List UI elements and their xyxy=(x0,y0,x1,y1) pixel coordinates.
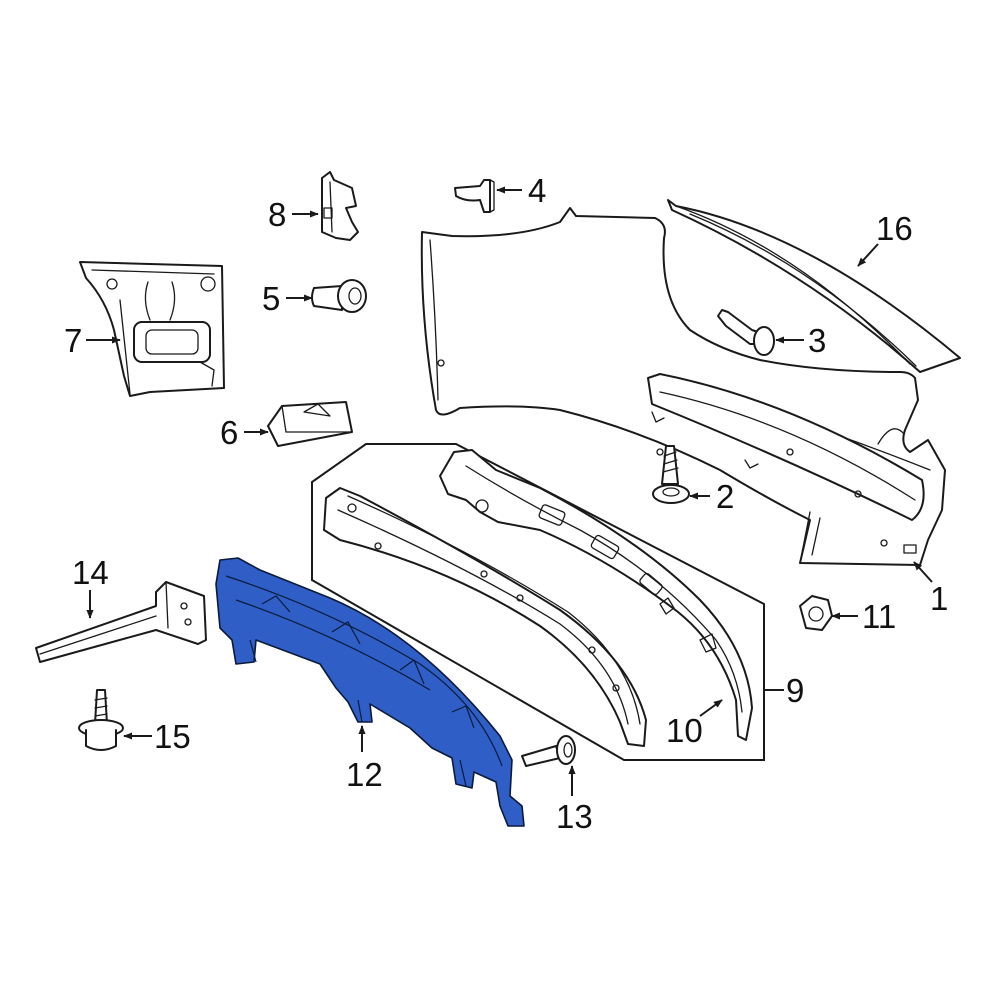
callout-7: 7 xyxy=(64,322,82,359)
callout-9: 9 xyxy=(786,672,804,709)
part-11-flange-nut[interactable] xyxy=(799,595,833,631)
part-12-body[interactable] xyxy=(215,557,525,827)
callout-2: 2 xyxy=(716,478,734,515)
callout-5: 5 xyxy=(262,280,280,317)
group-9-outline xyxy=(311,443,765,761)
part-12-lower-deflector[interactable] xyxy=(215,557,525,827)
leader-lines xyxy=(86,186,933,796)
callout-8: 8 xyxy=(268,196,286,233)
callout-3: 3 xyxy=(808,322,826,359)
callout-1: 1 xyxy=(930,580,948,617)
callout-11: 11 xyxy=(862,598,896,635)
callout-15: 15 xyxy=(154,718,191,755)
callout-10: 10 xyxy=(666,712,703,749)
part-3-stud[interactable] xyxy=(717,309,775,356)
callout-14: 14 xyxy=(72,554,109,591)
callout-6: 6 xyxy=(220,414,238,451)
part-10-energy-absorber[interactable] xyxy=(439,449,753,741)
callout-labels: 1 2 3 4 5 6 7 8 9 10 11 12 13 14 15 16 xyxy=(64,172,948,835)
callout-4: 4 xyxy=(528,172,546,209)
part-4-push-pin[interactable] xyxy=(454,179,495,213)
callout-13: 13 xyxy=(556,798,593,835)
part-5-rivet[interactable] xyxy=(311,279,367,313)
part-1-bumper-cover[interactable] xyxy=(420,207,946,566)
callout-16: 16 xyxy=(876,210,913,247)
part-2-screw[interactable] xyxy=(652,445,690,504)
part-16-upper-trim[interactable] xyxy=(667,199,961,373)
part-14-support-arm[interactable] xyxy=(35,581,207,663)
part-8-clip[interactable] xyxy=(321,171,359,241)
part-13-bolt[interactable] xyxy=(521,735,576,767)
part-15-flange-bolt[interactable] xyxy=(78,689,124,751)
part-7-side-bracket[interactable] xyxy=(79,261,225,397)
part-6-center-bracket[interactable] xyxy=(267,401,353,447)
callout-12: 12 xyxy=(346,756,383,793)
part-9-reinforcement-beam[interactable] xyxy=(323,487,647,747)
